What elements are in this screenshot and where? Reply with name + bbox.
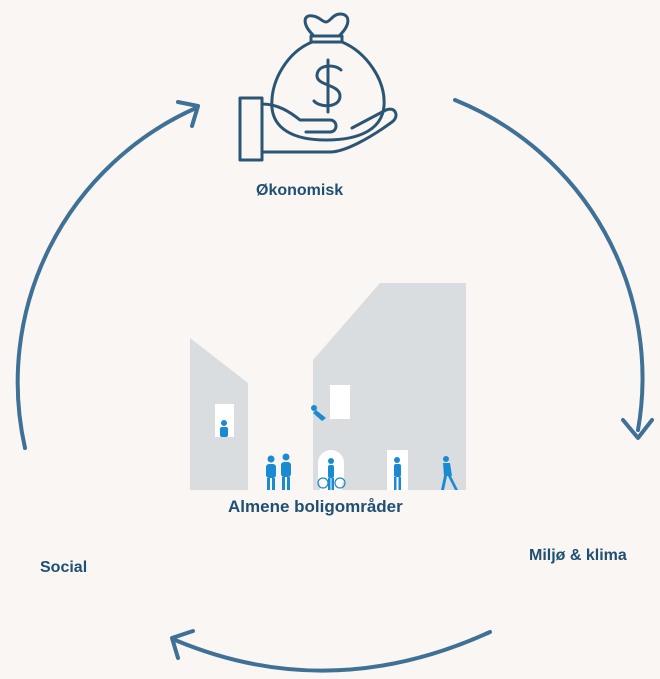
right-window — [330, 385, 350, 419]
label-environment: Miljø & klima — [529, 547, 627, 564]
arrow-environment-to-social — [173, 630, 492, 673]
arrowhead-social — [170, 629, 195, 660]
money-bag-in-hand-icon — [238, 12, 398, 162]
buildings-illustration — [190, 283, 466, 490]
arrowhead-economic — [176, 100, 200, 128]
label-economic: Økonomisk — [256, 182, 344, 199]
label-center: Almene boligområder — [228, 497, 403, 516]
people-silhouettes — [220, 405, 458, 490]
label-social: Social — [40, 559, 88, 576]
right-building — [313, 283, 466, 490]
arrow-economic-to-environment — [453, 98, 645, 432]
cycle-arrows — [15, 98, 654, 673]
arrow-social-to-economic — [15, 106, 198, 450]
arrowhead-environment — [621, 418, 654, 440]
